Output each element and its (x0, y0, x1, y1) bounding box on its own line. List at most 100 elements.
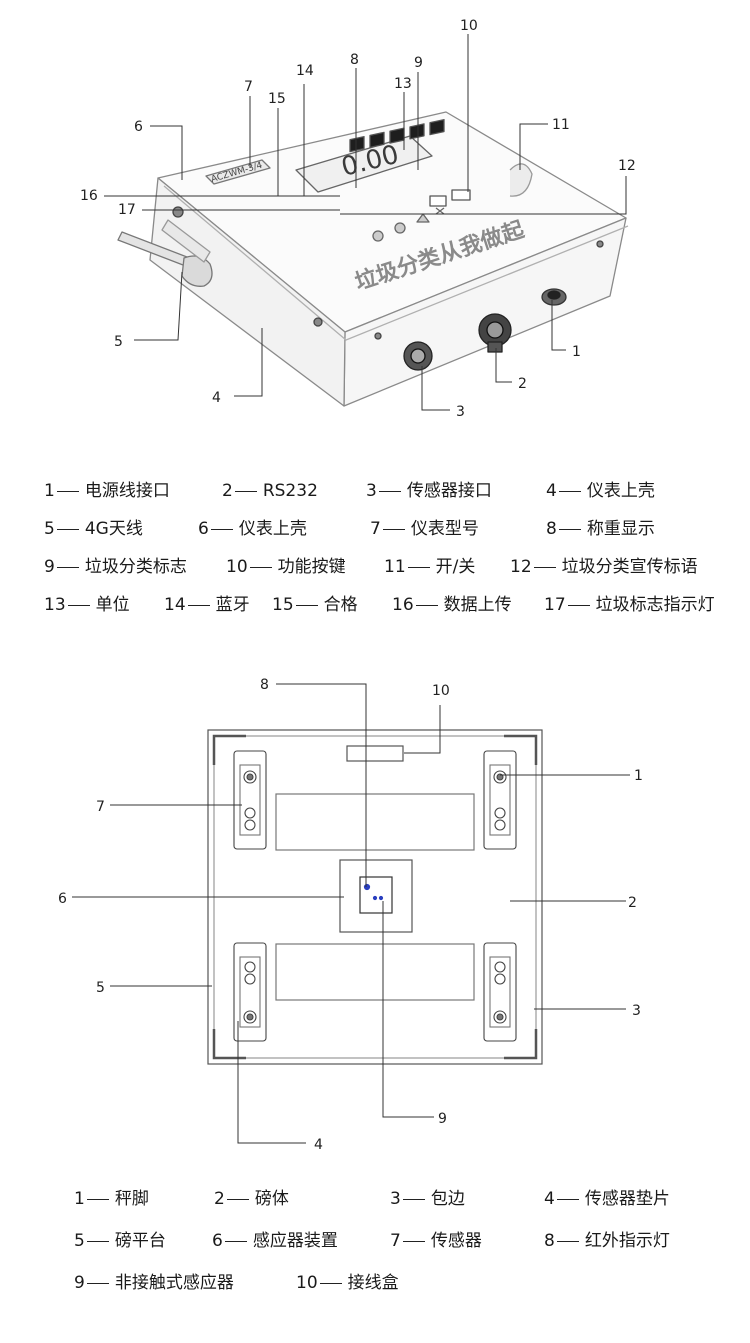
legend1-dash (67, 604, 90, 606)
legend1-number: 17 (544, 595, 566, 615)
legend1-number: 15 (272, 595, 294, 615)
legend2-dash (402, 1198, 425, 1200)
load-cell-top-right (483, 750, 517, 850)
legend1-dash (249, 566, 272, 568)
callout2-2: 2 (628, 895, 637, 911)
legend2-dash (86, 1240, 109, 1242)
legend1-dash (533, 566, 556, 568)
callout2-1: 1 (634, 768, 643, 784)
legend1-dash (558, 528, 581, 530)
callout-7: 7 (244, 79, 253, 95)
callout2-10: 10 (432, 683, 450, 699)
legend1-label: 开/关 (435, 557, 476, 577)
legend2-item-6: 6 感应器装置 (212, 1230, 338, 1252)
waste-sort-icons (372, 207, 445, 242)
callout-16: 16 (80, 188, 98, 204)
callout-10: 10 (460, 18, 478, 34)
legend2-label: 感应器装置 (252, 1231, 338, 1251)
legend1-label: 数据上传 (443, 595, 512, 615)
legend2-label: 磅平台 (114, 1231, 166, 1251)
legend1-dash (56, 566, 79, 568)
legend2-number: 4 (544, 1189, 555, 1209)
legend1-number: 16 (392, 595, 414, 615)
callout-6: 6 (134, 119, 143, 135)
legend2-number: 1 (74, 1189, 85, 1209)
legend2-dash (86, 1198, 109, 1200)
legend1-number: 12 (510, 557, 532, 577)
legend1-item-6: 6 仪表上壳 (198, 518, 307, 540)
callout-5: 5 (114, 334, 123, 350)
callout-2: 2 (518, 376, 527, 392)
leader-lines-2 (72, 683, 630, 1144)
legend1-number: 2 (222, 481, 233, 501)
legend1-dash (382, 528, 405, 530)
legend2-label: 传感器 (430, 1231, 482, 1251)
legend2-dash (556, 1240, 579, 1242)
callout-12: 12 (618, 158, 636, 174)
callout-4: 4 (212, 390, 221, 406)
connector-power-icon (541, 288, 567, 306)
legend1-number: 4 (546, 481, 557, 501)
legend2-dash (226, 1198, 249, 1200)
legend1-number: 8 (546, 519, 557, 539)
junction-box (346, 745, 404, 762)
callout-1: 1 (572, 344, 581, 360)
legend2-label: 接线盒 (347, 1273, 399, 1293)
legend2-label: 磅体 (254, 1189, 289, 1209)
legend1-number: 6 (198, 519, 209, 539)
legend2-dash (556, 1198, 579, 1200)
legend2-number: 8 (544, 1231, 555, 1251)
callout-13: 13 (394, 76, 412, 92)
legend2-label: 包边 (430, 1189, 465, 1209)
legend2-number: 7 (390, 1231, 401, 1251)
legend1-label: 4G天线 (84, 519, 143, 539)
callout2-5: 5 (96, 980, 105, 996)
legend1-dash (56, 528, 79, 530)
legend1-label: 电源线接口 (84, 481, 170, 501)
legend1-dash (234, 490, 257, 492)
infrared-indicator-icon (363, 883, 371, 891)
legend1-number: 5 (44, 519, 55, 539)
legend2-item-8: 8 红外指示灯 (544, 1230, 670, 1252)
legend2-label: 传感器垫片 (584, 1189, 670, 1209)
legend2-number: 5 (74, 1231, 85, 1251)
callout2-8: 8 (260, 677, 269, 693)
legend1-label: 垃圾分类宣传标语 (561, 557, 698, 577)
callout-11: 11 (552, 117, 570, 133)
legend1-item-9: 9 垃圾分类标志 (44, 556, 187, 578)
legend2-label: 红外指示灯 (584, 1231, 670, 1251)
load-cell-top-left (233, 750, 267, 850)
legend1-item-8: 8 称重显示 (546, 518, 655, 540)
legend1-label: 蓝牙 (215, 595, 250, 615)
legend1-number: 9 (44, 557, 55, 577)
model-plate (205, 159, 271, 185)
legend2-item-5: 5 磅平台 (74, 1230, 166, 1252)
callout2-3: 3 (632, 1003, 641, 1019)
legend2-label: 非接触式感应器 (114, 1273, 234, 1293)
callout-17: 17 (118, 202, 136, 218)
legend1-label: 仪表上壳 (238, 519, 307, 539)
callout2-6: 6 (58, 891, 67, 907)
legend1-label: 称重显示 (586, 519, 655, 539)
load-cell-bottom-left (233, 942, 267, 1042)
legend1-item-16: 16 数据上传 (392, 594, 512, 616)
function-keys (349, 118, 445, 153)
callout2-7: 7 (96, 799, 105, 815)
callout-3: 3 (456, 404, 465, 420)
legend1-label: 垃圾分类标志 (84, 557, 187, 577)
legend2-number: 6 (212, 1231, 223, 1251)
